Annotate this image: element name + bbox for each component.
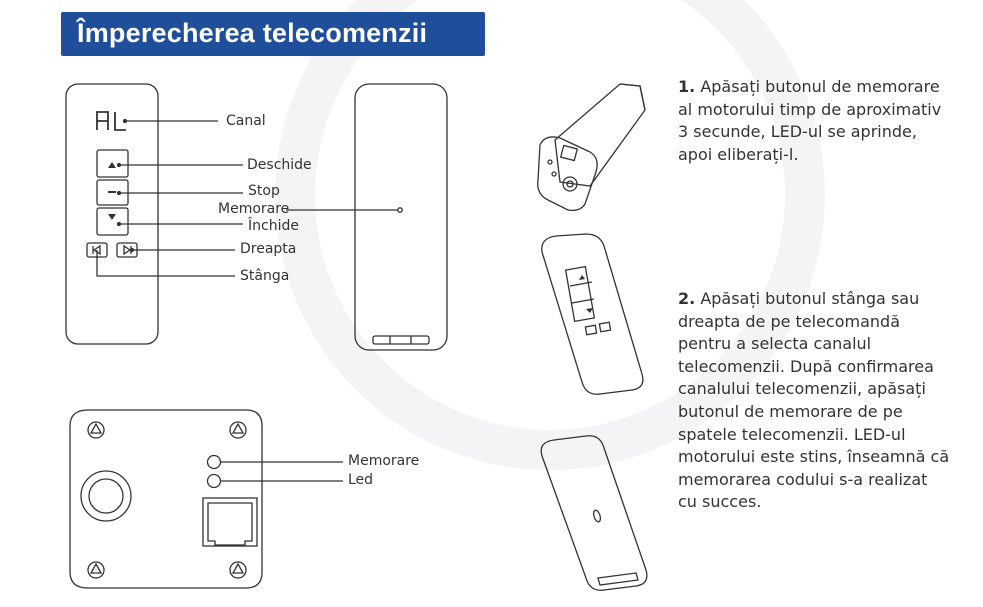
step-1-line: 3 secunde, LED-ul se aprinde, — [678, 122, 917, 142]
remote-tilted-back-illustration — [540, 435, 648, 591]
step-1-number: 1. — [678, 77, 696, 96]
memory-button — [206, 454, 222, 470]
page-title: Împerecherea telecomenzii — [77, 18, 428, 48]
stop-icon — [108, 191, 116, 193]
label-stanga: Stânga — [240, 268, 290, 284]
motor-tube-illustration — [537, 83, 646, 212]
open-button — [96, 149, 129, 178]
label-memorare-remote: Memorare — [218, 201, 290, 217]
screw-icons — [87, 421, 247, 579]
up-arrow-icon — [108, 162, 116, 168]
step-1: 1. Apăsați butonul de memorare al motoru… — [678, 76, 941, 166]
label-stop: Stop — [248, 183, 280, 199]
display-digits — [96, 111, 126, 131]
label-deschide: Deschide — [247, 157, 312, 173]
step-2-line: canalului telecomenzii, apăsați — [678, 379, 926, 399]
label-dreapta: Dreapta — [240, 241, 297, 257]
step-1-line: al motorului timp de aproximativ — [678, 99, 942, 119]
step-1-line: apoi eliberați-l. — [678, 144, 799, 164]
step-2-line: telecomenzii. După confirmarea — [678, 356, 934, 376]
label-canal: Canal — [226, 113, 266, 129]
led-indicator — [206, 473, 222, 489]
label-led: Led — [348, 472, 374, 488]
remote-tilted-front-illustration — [541, 233, 644, 395]
step-2-line: Apăsați butonul stânga sau — [700, 289, 920, 308]
step-2-line: memorarea codului s-a realizat — [678, 469, 928, 489]
step-2: 2. Apăsați butonul stânga sau dreapta de… — [678, 288, 949, 514]
label-memorare-motor: Memorare — [348, 453, 420, 469]
remote-back-illustration — [286, 83, 448, 351]
step-1-line: Apăsați butonul de memorare — [700, 77, 940, 96]
motor-head-illustration — [69, 409, 343, 589]
down-arrow-icon — [108, 214, 116, 220]
close-button — [96, 207, 129, 236]
step-2-line: butonul de memorare de pe — [678, 401, 903, 421]
remote-front-illustration — [65, 83, 243, 345]
step-2-line: pentru a selecta canalul — [678, 334, 872, 354]
label-inchide: Închide — [248, 218, 299, 234]
title-banner: Împerecherea telecomenzii — [61, 12, 485, 56]
step-2-line: dreapta de pe telecomandă — [678, 311, 901, 331]
step-2-line: cu succes. — [678, 492, 762, 512]
step-2-number: 2. — [678, 289, 696, 308]
step-2-line: motorului este stins, înseamnă că — [678, 447, 950, 467]
step-2-line: spatele telecomenzii. LED-ul — [678, 424, 906, 444]
